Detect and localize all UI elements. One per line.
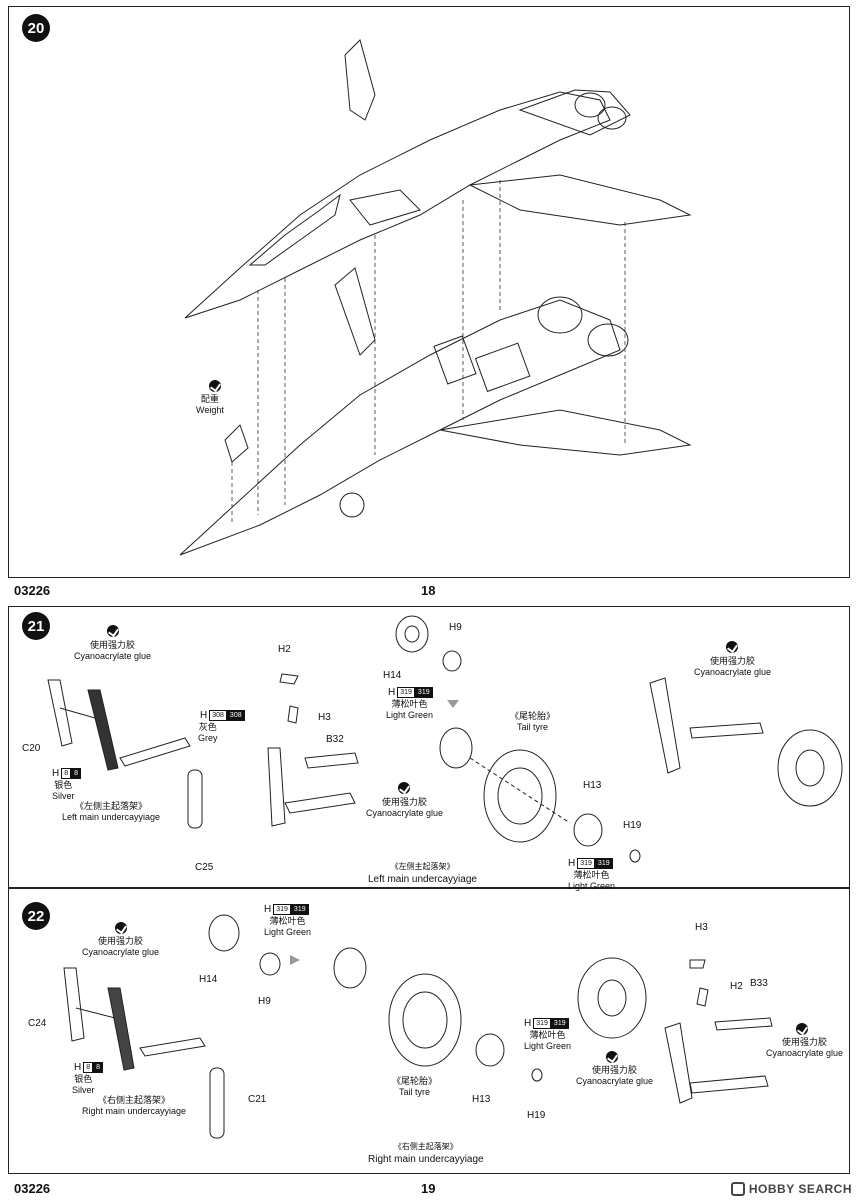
paint-silver: H 8 8 bbox=[74, 1062, 104, 1073]
part-c20: C20 bbox=[22, 743, 41, 754]
part-h13: H13 bbox=[472, 1094, 491, 1105]
paint-light-green-top: H 319 319 bbox=[388, 687, 433, 698]
paint-light-green-mid: H 319 319 bbox=[524, 1018, 569, 1029]
glue-icon bbox=[796, 1023, 808, 1035]
step-number-22: 22 bbox=[22, 902, 50, 930]
page-18: 20 bbox=[0, 0, 858, 598]
glue-icon bbox=[606, 1051, 618, 1063]
paint-light-green-bottom: H 319 319 bbox=[568, 858, 613, 869]
tail-tyre-label: 《尾轮胎》Tail tyre bbox=[510, 711, 556, 732]
step-22-frame bbox=[8, 888, 850, 1174]
product-code: 03226 bbox=[14, 583, 51, 598]
watermark: HOBBY SEARCH bbox=[730, 1182, 852, 1196]
glue-icon bbox=[115, 922, 127, 934]
undercarriage-illustrations bbox=[47, 615, 843, 1139]
paint-silver: H 8 8 bbox=[52, 768, 82, 779]
part-h19: H19 bbox=[527, 1110, 546, 1121]
part-h2: H2 bbox=[278, 644, 291, 655]
paint-light-green-top: H 319 319 bbox=[264, 904, 309, 915]
weight-icon bbox=[209, 380, 221, 392]
step-number-20: 20 bbox=[22, 14, 50, 42]
glue-icon bbox=[107, 625, 119, 637]
aircraft-assembly-illustration bbox=[179, 39, 692, 556]
step-22-caption: 《右侧主起落架》Right main undercayyiage bbox=[368, 1142, 484, 1165]
part-c24: C24 bbox=[28, 1018, 47, 1029]
glue-icon bbox=[398, 782, 410, 794]
part-h14: H14 bbox=[199, 974, 218, 985]
part-h19: H19 bbox=[623, 820, 642, 831]
step-21-frame bbox=[8, 606, 850, 888]
part-b32: B32 bbox=[326, 734, 344, 745]
part-c21: C21 bbox=[248, 1094, 267, 1105]
tail-tyre-label: 《尾轮胎》Tail tyre bbox=[392, 1076, 438, 1097]
right-undercarriage-label: 《右侧主起落架》Right main undercayyiage bbox=[82, 1095, 187, 1116]
glue-icon bbox=[726, 641, 738, 653]
part-h2: H2 bbox=[730, 981, 743, 992]
part-b33: B33 bbox=[750, 978, 768, 989]
step-21-caption: 《左侧主起落架》Left main undercayyiage bbox=[368, 862, 477, 885]
page-number: 18 bbox=[421, 583, 436, 598]
paint-grey: H 308 308 bbox=[200, 710, 245, 721]
part-h3: H3 bbox=[318, 712, 331, 723]
part-h9: H9 bbox=[449, 622, 462, 633]
product-code: 03226 bbox=[14, 1181, 51, 1196]
part-h3: H3 bbox=[695, 922, 708, 933]
left-undercarriage-label: 《左侧主起落架》Left main undercayyiage bbox=[62, 801, 161, 822]
step-number-21: 21 bbox=[22, 612, 50, 640]
hobby-search-logo-icon bbox=[730, 1182, 745, 1196]
page-frame bbox=[8, 6, 850, 578]
part-c25: C25 bbox=[195, 862, 214, 873]
part-h14: H14 bbox=[383, 670, 402, 681]
part-h13: H13 bbox=[583, 780, 602, 791]
page-number: 19 bbox=[421, 1181, 436, 1196]
part-h9: H9 bbox=[258, 996, 271, 1007]
